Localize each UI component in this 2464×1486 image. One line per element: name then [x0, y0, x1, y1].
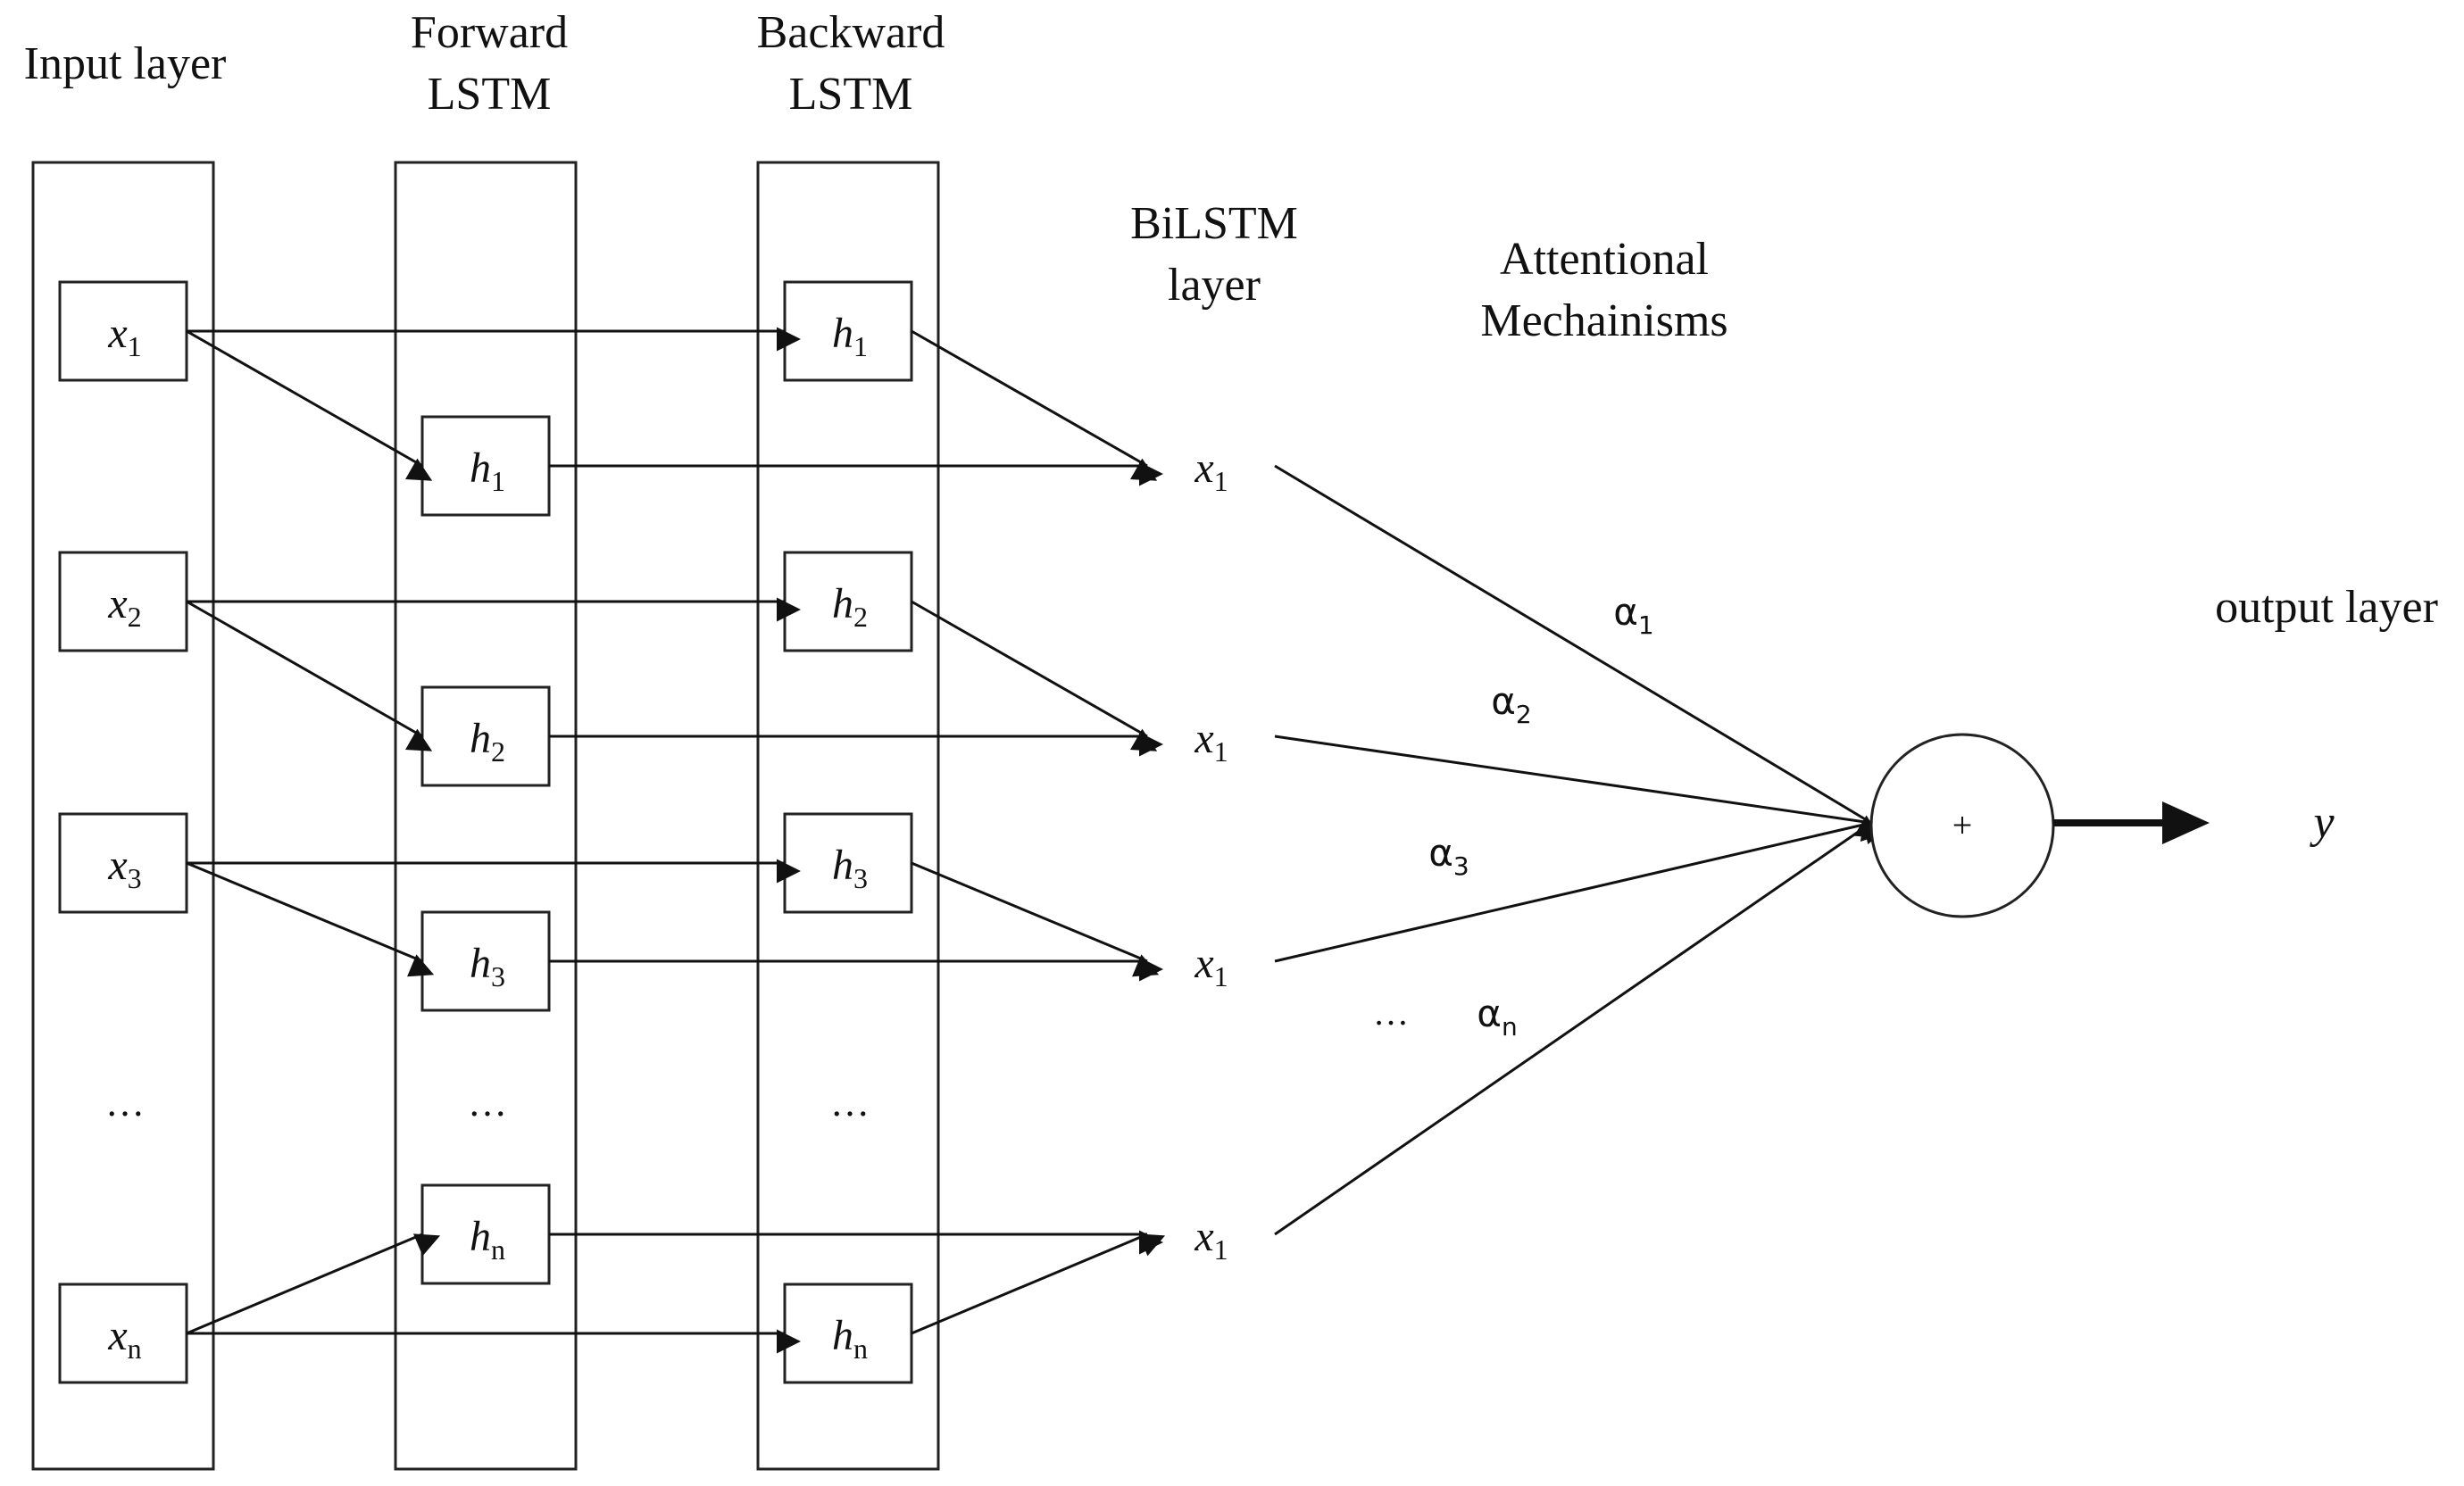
forward-lstm-node: h2 — [420, 685, 551, 787]
attention-title-line1: Attentional — [1500, 234, 1709, 285]
svg-text:h1: h1 — [832, 310, 868, 362]
bilstm-node: x1 — [1194, 715, 1228, 768]
attention-ellipsis: … — [1373, 992, 1409, 1033]
bilstm-layer-title-line1: BiLSTM — [1130, 198, 1298, 249]
attention-arrow — [1274, 820, 1889, 963]
bilstm-node: x1 — [1194, 1213, 1228, 1266]
arrow-backward-to-bilstm — [911, 600, 1158, 751]
input-node: x2 — [58, 551, 188, 652]
backward-lstm-node: hn — [783, 1283, 913, 1384]
svg-text:hn: hn — [470, 1213, 505, 1266]
arrow-input-to-forward — [186, 329, 433, 481]
svg-text:x1: x1 — [107, 310, 141, 362]
output-arrowhead — [2162, 801, 2210, 844]
output-layer-title: output layer — [2215, 582, 2438, 633]
attention-weight: α3 — [1428, 831, 1469, 881]
forward-lstm-title-line2: LSTM — [428, 69, 552, 120]
input-node: xn — [58, 1283, 188, 1384]
bilstm-node: x1 — [1194, 444, 1228, 497]
svg-text:h2: h2 — [832, 580, 868, 633]
svg-text:xn: xn — [107, 1312, 141, 1365]
attention-weight: α1 — [1613, 590, 1654, 640]
svg-text:x3: x3 — [107, 842, 141, 894]
bilstm-node: x1 — [1194, 940, 1228, 992]
forward-lstm-title-line1: Forward — [411, 7, 568, 58]
forward-lstm-node: h1 — [420, 415, 551, 517]
forward-lstm-node: h3 — [420, 910, 551, 1012]
svg-text:h2: h2 — [470, 715, 505, 768]
arrow-input-to-forward — [186, 1233, 441, 1335]
arrow-backward-to-bilstm — [911, 329, 1158, 481]
svg-text:h3: h3 — [832, 842, 868, 894]
svg-text:h1: h1 — [470, 444, 505, 497]
svg-text:hn: hn — [832, 1312, 868, 1365]
backward-lstm-title-line2: LSTM — [789, 69, 913, 120]
backward-lstm-title-line1: Backward — [757, 7, 945, 58]
attention-weight: α2 — [1491, 679, 1532, 729]
backward-lstm-node: h1 — [783, 280, 913, 382]
bilstm-layer-title-line2: layer — [1168, 260, 1261, 311]
arrow-input-to-forward — [186, 600, 433, 751]
backward-lstm-node: h2 — [783, 551, 913, 652]
forward-ellipsis: … — [468, 1081, 507, 1125]
plus-icon: + — [1952, 805, 1973, 845]
arrow-backward-to-bilstm — [911, 1233, 1166, 1335]
attention-arrow — [1274, 735, 1886, 842]
arrow-backward-to-bilstm — [911, 861, 1160, 977]
svg-text:x2: x2 — [107, 580, 141, 633]
backward-lstm-node: h3 — [783, 812, 913, 914]
svg-text:h3: h3 — [470, 940, 505, 992]
arrow-input-to-forward — [186, 861, 435, 977]
attention-title-line2: Mechainisms — [1480, 295, 1727, 346]
input-node: x1 — [58, 280, 188, 382]
backward-ellipsis: … — [830, 1081, 870, 1125]
output-y: y — [2309, 797, 2335, 848]
attention-weight: αn — [1477, 992, 1517, 1042]
forward-lstm-node: hn — [420, 1183, 551, 1285]
input-node: x3 — [58, 812, 188, 914]
attention-arrow — [1274, 464, 1881, 838]
attention-arrow — [1274, 820, 1889, 1236]
input-ellipsis: … — [105, 1081, 145, 1125]
input-layer-title: Input layer — [24, 38, 227, 89]
